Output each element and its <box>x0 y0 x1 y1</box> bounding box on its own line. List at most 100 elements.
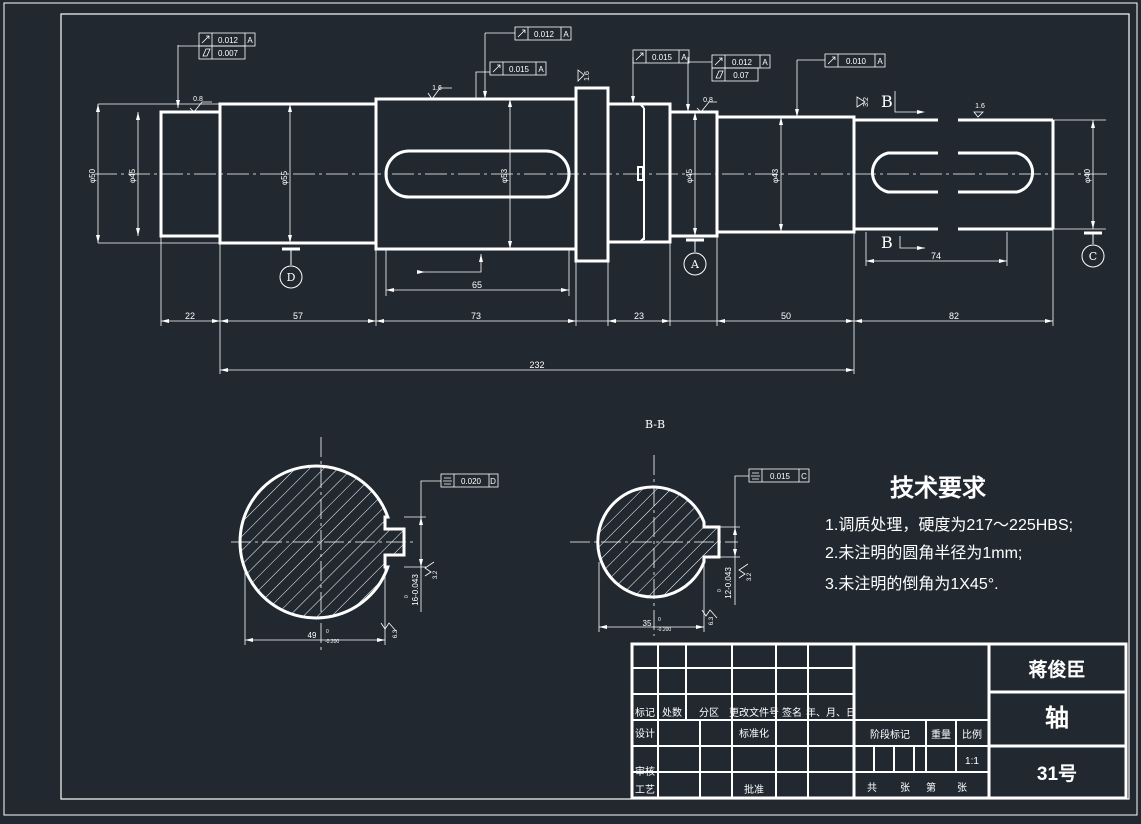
fcf-runout-6-ref: A <box>877 57 883 66</box>
dia-50: φ50 <box>88 168 97 183</box>
section-marker-bottom: B <box>881 233 893 252</box>
fcf-runout-2-ref: A <box>563 30 569 39</box>
section-right: 35 0 -0.200 12-0.043 0 6.3 3.2 <box>570 455 753 636</box>
fcf-symmetry-left-ref: D <box>490 477 496 486</box>
datum-a-label: A <box>690 258 700 271</box>
fcf-runout-1-ref: A <box>247 36 253 45</box>
requirements-heading: 技术要求 <box>890 475 986 502</box>
tb-label-weight: 重量 <box>931 728 951 741</box>
left-key-dim: 16-0.043 <box>411 574 420 606</box>
fcf-runout-4-ref: A <box>681 53 687 62</box>
tb-label-total: 共 <box>867 782 877 794</box>
left-width-zero: 0 <box>326 629 329 635</box>
right-width-dim: 35 <box>643 619 652 628</box>
datum-symbols <box>279 231 1105 289</box>
fcf-runout-5: 0.012 <box>732 58 753 67</box>
right-roughness-32: 3.2 <box>747 572 753 581</box>
roughness-symbols <box>189 69 984 118</box>
dim-65: 65 <box>472 280 482 290</box>
left-key-zero: 0 <box>404 595 410 598</box>
dimension-lines <box>97 99 1106 374</box>
feature-control-frames <box>178 26 886 488</box>
tb-label-sheet: 张 <box>900 782 910 794</box>
technical-requirements: 技术要求 1.调质处理，硬度为217～225HBS; 2.未注明的圆角半径为1m… <box>825 475 1073 593</box>
inner-frame <box>60 13 1130 800</box>
dim-73: 73 <box>471 311 481 321</box>
right-roughness-63: 6.3 <box>709 616 715 625</box>
datum-c-label: C <box>1089 250 1097 263</box>
tb-label-stage: 阶段标记 <box>870 728 910 741</box>
tb-label-sheet2: 张 <box>957 782 967 794</box>
fcf-symmetry-right: 0.015 <box>770 472 791 481</box>
dia-45-left: φ45 <box>128 168 137 183</box>
tb-label-craft: 工艺 <box>635 784 655 796</box>
right-key-zero: 0 <box>717 589 723 592</box>
fcf-runout-6: 0.010 <box>846 57 867 66</box>
tb-scale: 1:1 <box>965 756 979 767</box>
datum-d-label: D <box>287 271 296 284</box>
tb-label-standard: 标准化 <box>739 727 769 740</box>
fcf-symmetry-left: 0.020 <box>461 477 482 486</box>
right-width-zero: 0 <box>658 617 661 623</box>
right-width-tol: -0.200 <box>657 627 671 633</box>
dim-23: 23 <box>634 311 644 321</box>
dim-57: 57 <box>293 311 303 321</box>
tb-label-ratio: 比例 <box>962 728 982 741</box>
right-key-dim: 12-0.043 <box>724 567 733 599</box>
dim-232: 232 <box>529 360 544 370</box>
tb-drawing-no: 31号 <box>1037 763 1077 785</box>
tb-label-page: 第 <box>926 781 936 794</box>
fcf-symbols <box>201 29 836 485</box>
fcf-cylindricity-1: 0.007 <box>218 49 239 58</box>
dia-40: φ40 <box>1083 168 1092 183</box>
requirement-2: 2.未注明的圆角半径为1mm; <box>825 544 1022 562</box>
dimension-arrows <box>96 99 1095 372</box>
left-roughness-63: 6.3 <box>393 629 399 638</box>
fcf-runout-1: 0.012 <box>218 36 239 45</box>
tb-label-approve: 批准 <box>744 783 764 796</box>
tb-label-sign: 签名 <box>782 706 802 719</box>
tb-label-zone: 分区 <box>699 707 719 719</box>
leader-arrows <box>176 91 925 274</box>
fcf-runout-3-ref: A <box>538 65 544 74</box>
tb-part-name: 轴 <box>1045 704 1069 732</box>
tb-designer: 蒋俊臣 <box>1028 658 1085 681</box>
tb-label-mark: 标记 <box>635 707 655 719</box>
shaft-main-view <box>95 86 1110 263</box>
tb-label-count: 处数 <box>662 706 682 719</box>
dim-82: 82 <box>949 311 959 321</box>
roughness-08-left: 0.8 <box>193 96 203 103</box>
outer-frame <box>3 2 1138 816</box>
dia-43: φ43 <box>771 168 780 183</box>
roughness-08-right: 0.8 <box>703 97 713 104</box>
roughness-32-step: 3.2 <box>863 97 870 107</box>
fcf-runout-4: 0.015 <box>652 53 673 62</box>
fcf-symmetry-right-ref: C <box>801 472 807 481</box>
roughness-16-collar: 1.6 <box>584 71 591 81</box>
title-block <box>630 642 1128 800</box>
section-left: 49 0 -0.200 16-0.043 0 6.3 3.2 <box>231 437 441 650</box>
dimension-values: 22 57 73 23 50 82 232 65 74 φ50 φ45 φ55 … <box>88 168 1092 370</box>
dim-22: 22 <box>185 311 195 321</box>
left-width-dim: 49 <box>308 631 317 640</box>
left-roughness-32: 3.2 <box>433 570 439 579</box>
tb-label-design: 设计 <box>635 727 655 740</box>
fcf-runout-3: 0.015 <box>509 65 530 74</box>
roughness-16-end: 1.6 <box>975 103 985 110</box>
dim-50: 50 <box>781 311 791 321</box>
fcf-cylindricity-2: 0.07 <box>733 71 749 80</box>
section-title: B-B <box>645 418 665 431</box>
left-width-tol: -0.200 <box>325 639 339 645</box>
fcf-runout-2: 0.012 <box>534 30 555 39</box>
fcf-runout-5-ref: A <box>762 58 768 67</box>
dia-53: φ53 <box>500 168 509 183</box>
section-marker-top: B <box>881 92 893 111</box>
dia-55: φ55 <box>280 170 289 185</box>
tb-label-review: 审核 <box>635 765 655 778</box>
dia-45-right: φ45 <box>685 168 694 183</box>
roughness-16-key: 1.6 <box>432 85 442 92</box>
tb-label-docno: 更改文件号 <box>729 706 779 719</box>
requirement-3: 3.未注明的倒角为1X45°. <box>825 575 999 593</box>
dim-74: 74 <box>931 251 941 261</box>
